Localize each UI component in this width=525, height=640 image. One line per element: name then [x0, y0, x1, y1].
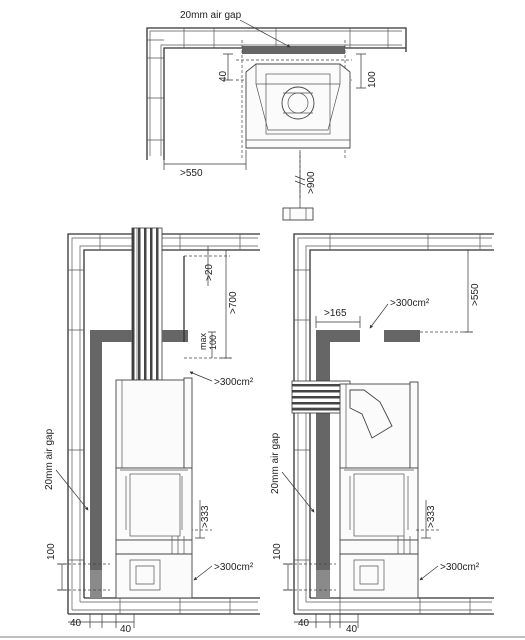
right-view: >165 >300cm² >550 >333 >300cm² 20mm air … [270, 233, 494, 635]
top-air-gap-leader [239, 19, 291, 48]
top-dim-100-line [356, 53, 366, 89]
left-hood-right [162, 330, 188, 342]
top-dim-550: >550 [180, 168, 203, 179]
right-elbow-front [349, 389, 393, 439]
left-dim-333: >333 [200, 505, 211, 528]
right-cladding-base [316, 570, 330, 598]
right-dim-40a: 40 [298, 618, 310, 629]
left-dim-40-line [68, 614, 135, 628]
right-dim-40b: 40 [346, 624, 358, 635]
top-dim-40: 40 [218, 70, 229, 82]
left-view: >20 >700 max 100 >300cm² >300cm² >333 20… [44, 227, 260, 635]
right-vent-top-leader [369, 303, 389, 329]
right-dim-40-line [294, 614, 359, 628]
right-vent-top: >300cm² [390, 298, 430, 309]
right-vent-bottom-leader [419, 565, 439, 581]
top-air-gap-label: 20mm air gap [180, 10, 242, 21]
left-dim-40a: 40 [70, 618, 82, 629]
top-wall-section [282, 207, 314, 221]
left-vent-bottom-leader [193, 565, 213, 581]
top-dim-550-line [163, 150, 247, 170]
top-dim-900: >900 [306, 171, 317, 194]
left-dim-700: >700 [228, 291, 239, 314]
left-dim-max100: max 100 [198, 330, 218, 350]
right-dim-333: >333 [426, 505, 437, 528]
right-dim-165-line [315, 316, 361, 328]
left-dim-max100-line2: 100 [208, 335, 218, 350]
top-wall-inner [149, 30, 402, 156]
left-air-gap-leader [55, 469, 89, 511]
left-dim-40b: 40 [120, 624, 132, 635]
left-vent-bottom: >300cm² [214, 562, 254, 573]
left-frame-inner2 [71, 237, 258, 611]
left-chimney-lines [136, 228, 158, 380]
right-dim-100-line [283, 563, 293, 591]
right-dim-100: 100 [272, 543, 283, 560]
right-dash [284, 331, 472, 591]
right-air-gap-label: 20mm air gap [270, 432, 281, 494]
right-frame-inner2 [297, 237, 492, 611]
left-dim-20: >20 [204, 264, 215, 281]
right-dim-165: >165 [324, 308, 347, 319]
left-dim-333-line [195, 500, 205, 539]
top-air-gap-bar [242, 46, 345, 54]
top-stove [245, 63, 351, 149]
left-vent-top-leader [189, 371, 213, 382]
right-vent-bottom: >300cm² [440, 562, 480, 573]
right-dim-550: >550 [470, 283, 481, 306]
top-dim-900-line [294, 152, 306, 208]
right-frame-ticks [294, 234, 481, 614]
top-dim-40-line [223, 53, 233, 81]
left-stove [115, 377, 193, 599]
top-wall-section-ticks [289, 208, 307, 220]
left-vent-top: >300cm² [214, 377, 254, 388]
right-hood-right [384, 330, 420, 342]
left-dim-20-line [203, 246, 213, 286]
left-dim-700-line [221, 249, 231, 359]
left-dim-100-line [57, 563, 67, 591]
left-frame-ticks [68, 234, 241, 614]
top-wall-ticks [147, 28, 389, 141]
left-frame-outer [67, 233, 260, 615]
left-dash [58, 255, 232, 591]
right-dim-333-line [421, 500, 431, 539]
top-dim-100: 100 [367, 71, 378, 88]
left-cladding [90, 330, 132, 598]
left-air-gap-label: 20mm air gap [44, 428, 55, 490]
right-air-gap-leader [281, 471, 315, 513]
left-dim-100: 100 [46, 543, 57, 560]
left-dim-max100-line [208, 331, 216, 358]
top-view: 40 100 20mm air gap >550 >900 [146, 10, 407, 221]
right-dim-550-line [463, 249, 473, 333]
left-chimney [131, 227, 163, 381]
left-cladding-base [90, 570, 102, 598]
